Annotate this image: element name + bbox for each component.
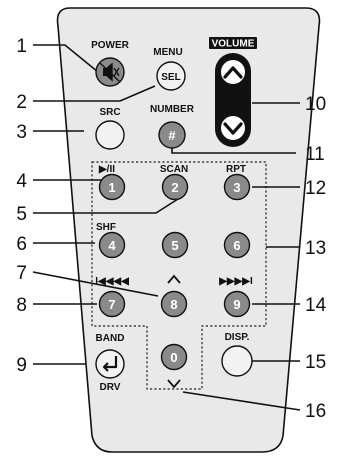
callout-2: 2 [16, 92, 27, 113]
disp-button[interactable] [221, 345, 253, 377]
forward-label: ▶▶▶▶I [218, 276, 253, 287]
key-7[interactable]: 7 [98, 290, 126, 318]
key-9-shape [223, 290, 251, 318]
key-1-label: 1 [108, 180, 115, 195]
src-label: SRC [99, 107, 120, 118]
caret-up-icon [167, 274, 181, 284]
hash-label: # [168, 128, 176, 143]
callout-4: 4 [16, 171, 27, 192]
callout-5: 5 [16, 204, 27, 225]
callout-16: 16 [305, 401, 326, 422]
key-4[interactable]: 4 [98, 231, 126, 259]
number-button[interactable]: # [158, 121, 186, 149]
caret-down-icon [167, 379, 181, 389]
callout-numbers: 1 2 3 4 5 6 7 8 9 10 11 12 13 14 15 16 [16, 36, 326, 422]
sel-button[interactable]: SEL [156, 61, 186, 91]
scan-label: SCAN [160, 164, 188, 175]
key-4-label: 4 [108, 238, 116, 253]
key-0-shape [160, 343, 188, 371]
disp-label: DISP. [225, 332, 250, 343]
callout-6: 6 [16, 234, 27, 255]
key-2-shape [161, 173, 189, 201]
key-8[interactable]: 8 [160, 290, 188, 318]
volume-label: VOLUME [212, 39, 255, 50]
menu-label: MENU [153, 47, 182, 58]
volume-up-button[interactable] [220, 59, 246, 85]
callout-7: 7 [16, 263, 27, 284]
sel-label: SEL [161, 72, 180, 83]
key-9-label: 9 [233, 297, 240, 312]
key-1[interactable]: 1 [98, 173, 126, 201]
key-8-label: 8 [170, 297, 177, 312]
callout-15: 15 [305, 352, 326, 373]
callout-11: 11 [305, 144, 325, 165]
drv-label: DRV [100, 382, 121, 393]
shf-label: SHF [96, 222, 116, 233]
key-5[interactable]: 5 [161, 231, 189, 259]
key-5-label: 5 [171, 238, 178, 253]
key-3-label: 3 [233, 180, 240, 195]
key-6-label: 6 [233, 238, 240, 253]
key-2-label: 2 [171, 180, 178, 195]
key-2[interactable]: 2 [161, 173, 189, 201]
chevron-down-icon [223, 122, 243, 135]
body-labels: POWER MENU SRC NUMBER ▶/II SCAN RPT SHF … [91, 40, 253, 393]
callout-1: 1 [16, 36, 27, 57]
callout-9: 9 [16, 355, 27, 376]
power-label: POWER [91, 40, 130, 51]
key-0-label: 0 [170, 350, 177, 365]
key-0[interactable]: 0 [160, 343, 188, 371]
leader-2 [33, 85, 156, 102]
play-pause-label: ▶/II [98, 164, 115, 175]
number-button-shape [158, 121, 186, 149]
key-5-shape [161, 231, 189, 259]
callout-3: 3 [16, 122, 27, 143]
callout-12: 12 [305, 178, 326, 199]
remote-body [56, 7, 321, 453]
sel-button-shape [156, 61, 186, 91]
number-label: NUMBER [150, 104, 195, 115]
leader-5 [33, 198, 179, 214]
key-6[interactable]: 6 [223, 231, 251, 259]
rpt-label: RPT [226, 164, 246, 175]
leader-1 [33, 44, 99, 73]
band-button[interactable] [95, 349, 125, 379]
key-7-label: 7 [108, 297, 115, 312]
power-button[interactable] [95, 57, 125, 87]
key-1-shape [98, 173, 126, 201]
chevron-up-icon [223, 66, 243, 79]
key-4-shape [98, 231, 126, 259]
key-3-shape [223, 173, 251, 201]
mute-speaker-icon [99, 62, 121, 83]
volume-down-button[interactable] [220, 115, 246, 141]
leader-16 [182, 391, 301, 411]
src-button[interactable] [95, 120, 125, 150]
key-7-shape [98, 290, 126, 318]
leader-7 [32, 271, 159, 297]
rewind-label: I◀◀◀◀ [95, 276, 129, 287]
enter-arrow-icon [102, 356, 118, 372]
band-button-shape [95, 349, 125, 379]
callout-14: 14 [305, 295, 327, 316]
key-8-shape [160, 290, 188, 318]
callout-10: 10 [305, 94, 326, 115]
key-9[interactable]: 9 [223, 290, 251, 318]
band-label: BAND [96, 333, 125, 344]
key-6-shape [223, 231, 251, 259]
key-3[interactable]: 3 [223, 173, 251, 201]
volume-rocker[interactable] [215, 53, 251, 147]
callout-13: 13 [305, 238, 326, 259]
volume-badge [209, 37, 257, 49]
callout-8: 8 [16, 295, 27, 316]
